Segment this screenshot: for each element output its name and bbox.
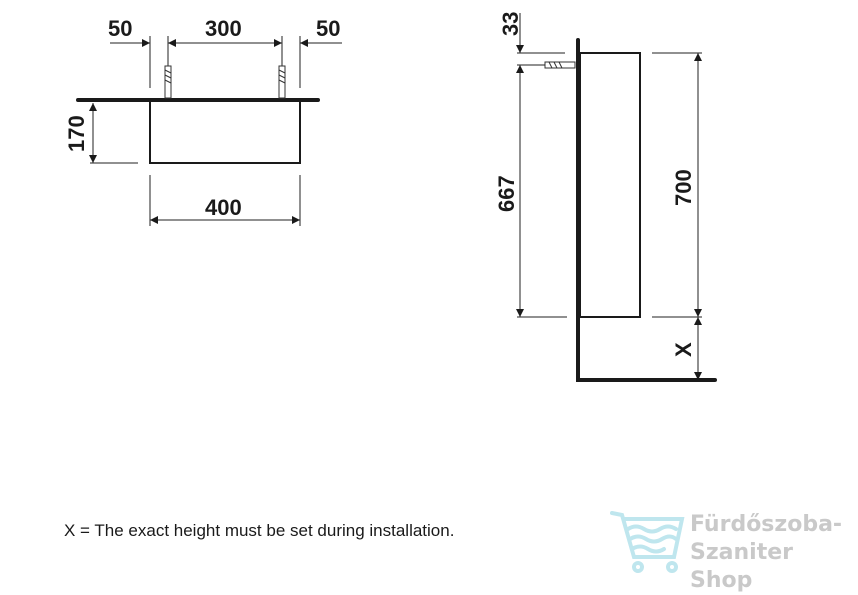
wall-anchor-icon [544, 61, 576, 69]
label-floor-gap: X [671, 342, 696, 357]
label-height: 170 [64, 115, 89, 152]
shopping-cart-icon [610, 511, 685, 573]
label-width: 400 [205, 195, 242, 220]
installation-note: X = The exact height must be set during … [64, 521, 455, 540]
front-view: 50 300 50 170 400 [64, 16, 342, 226]
wall-and-floor [576, 38, 717, 382]
technical-drawing: 50 300 50 170 400 [64, 12, 717, 382]
watermark-line2: Szaniter Shop [690, 540, 793, 593]
label-anchor-spacing: 300 [205, 16, 242, 41]
side-view: 33 667 700 X [494, 12, 717, 382]
label-left-offset: 50 [108, 16, 132, 41]
wall-anchor-icon [164, 65, 172, 99]
cabinet-side [579, 52, 641, 318]
watermark-logo: Fürdőszoba- Szaniter Shop [608, 505, 858, 593]
label-cabinet-height: 700 [671, 169, 696, 206]
label-anchor-height: 667 [494, 175, 519, 212]
label-top-offset: 33 [498, 12, 523, 36]
wall-anchor-icon [278, 65, 286, 99]
label-right-offset: 50 [316, 16, 340, 41]
watermark-line1: Fürdőszoba- [690, 512, 843, 537]
cabinet-front [149, 100, 301, 164]
